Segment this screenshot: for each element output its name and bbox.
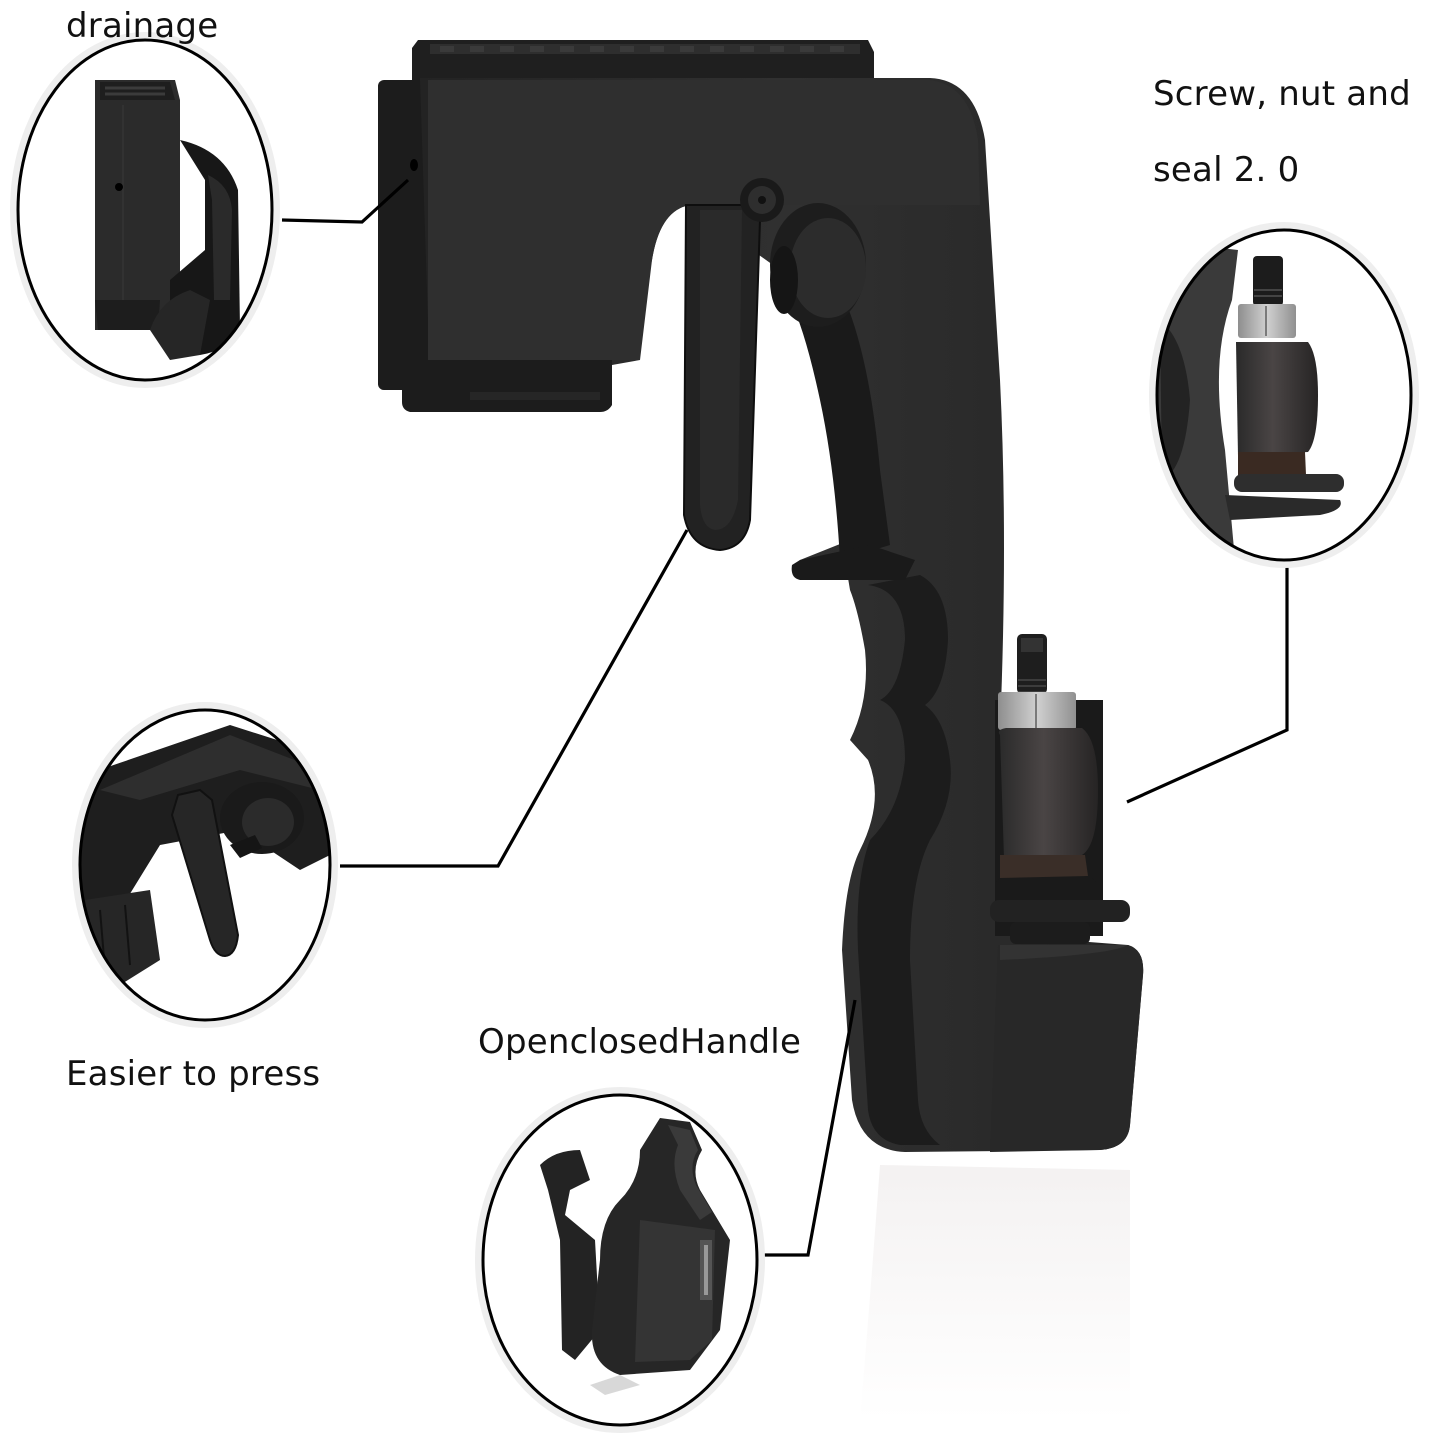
leader-easier-to-press	[340, 529, 689, 868]
main-product	[378, 40, 1144, 1420]
label-open-closed-handle: OpenclosedHandle	[478, 1022, 802, 1062]
leader-screw-nut-seal	[1126, 552, 1289, 804]
label-drainage: drainage	[66, 6, 219, 46]
label-easier-to-press: Easier to press	[66, 1054, 321, 1094]
leader-open-closed-handle	[758, 999, 857, 1257]
callout-easier-to-press	[72, 702, 338, 1028]
label-screw-nut-seal-line2: seal 2. 0	[1153, 150, 1300, 190]
callout-open-closed-handle	[475, 1087, 765, 1433]
callout-drainage	[10, 32, 280, 388]
leader-lines	[281, 178, 1289, 1257]
leader-drainage	[281, 178, 410, 224]
label-screw-nut-seal-line1: Screw, nut and	[1153, 74, 1411, 114]
callout-screw-nut-seal	[1149, 222, 1419, 568]
